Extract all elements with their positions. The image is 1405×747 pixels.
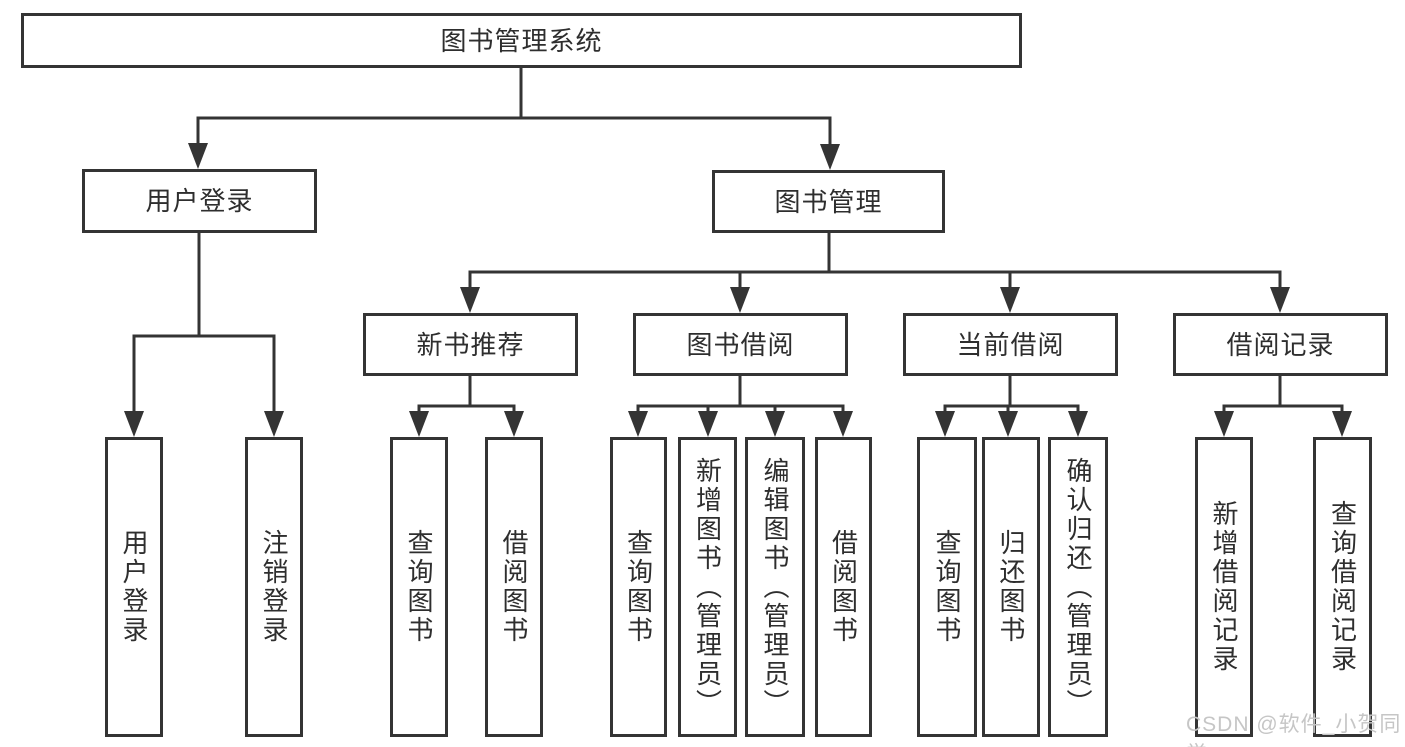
leaf-current-return-books: 归还图书 <box>982 437 1040 737</box>
node-user-login: 用户登录 <box>82 169 317 233</box>
leaf-user-login: 用户登录 <box>105 437 163 737</box>
leaf-current-query-books: 查询图书 <box>917 437 977 737</box>
node-root-system: 图书管理系统 <box>21 13 1022 68</box>
node-book-borrow: 图书借阅 <box>633 313 848 376</box>
leaf-logout: 注销登录 <box>245 437 303 737</box>
leaf-records-query-record: 查询借阅记录 <box>1313 437 1372 737</box>
leaf-borrow-edit-books-admin: 编辑图书（管理员） <box>745 437 805 737</box>
node-book-management: 图书管理 <box>712 170 945 233</box>
leaf-borrow-query-books: 查询图书 <box>610 437 667 737</box>
leaf-recommend-borrow-books: 借阅图书 <box>485 437 543 737</box>
node-new-book-recommend: 新书推荐 <box>363 313 578 376</box>
leaf-records-add-record: 新增借阅记录 <box>1195 437 1253 737</box>
csdn-watermark: CSDN @软件_小贺同学 <box>1186 713 1402 747</box>
leaf-borrow-borrow-books: 借阅图书 <box>815 437 872 737</box>
node-current-borrow: 当前借阅 <box>903 313 1118 376</box>
arrowheads <box>124 143 1352 437</box>
leaf-recommend-query-books: 查询图书 <box>390 437 448 737</box>
node-borrow-records: 借阅记录 <box>1173 313 1388 376</box>
connector-lines <box>132 67 1344 413</box>
leaf-borrow-add-books-admin: 新增图书（管理员） <box>678 437 737 737</box>
leaf-current-confirm-return-admin: 确认归还（管理员） <box>1048 437 1108 737</box>
